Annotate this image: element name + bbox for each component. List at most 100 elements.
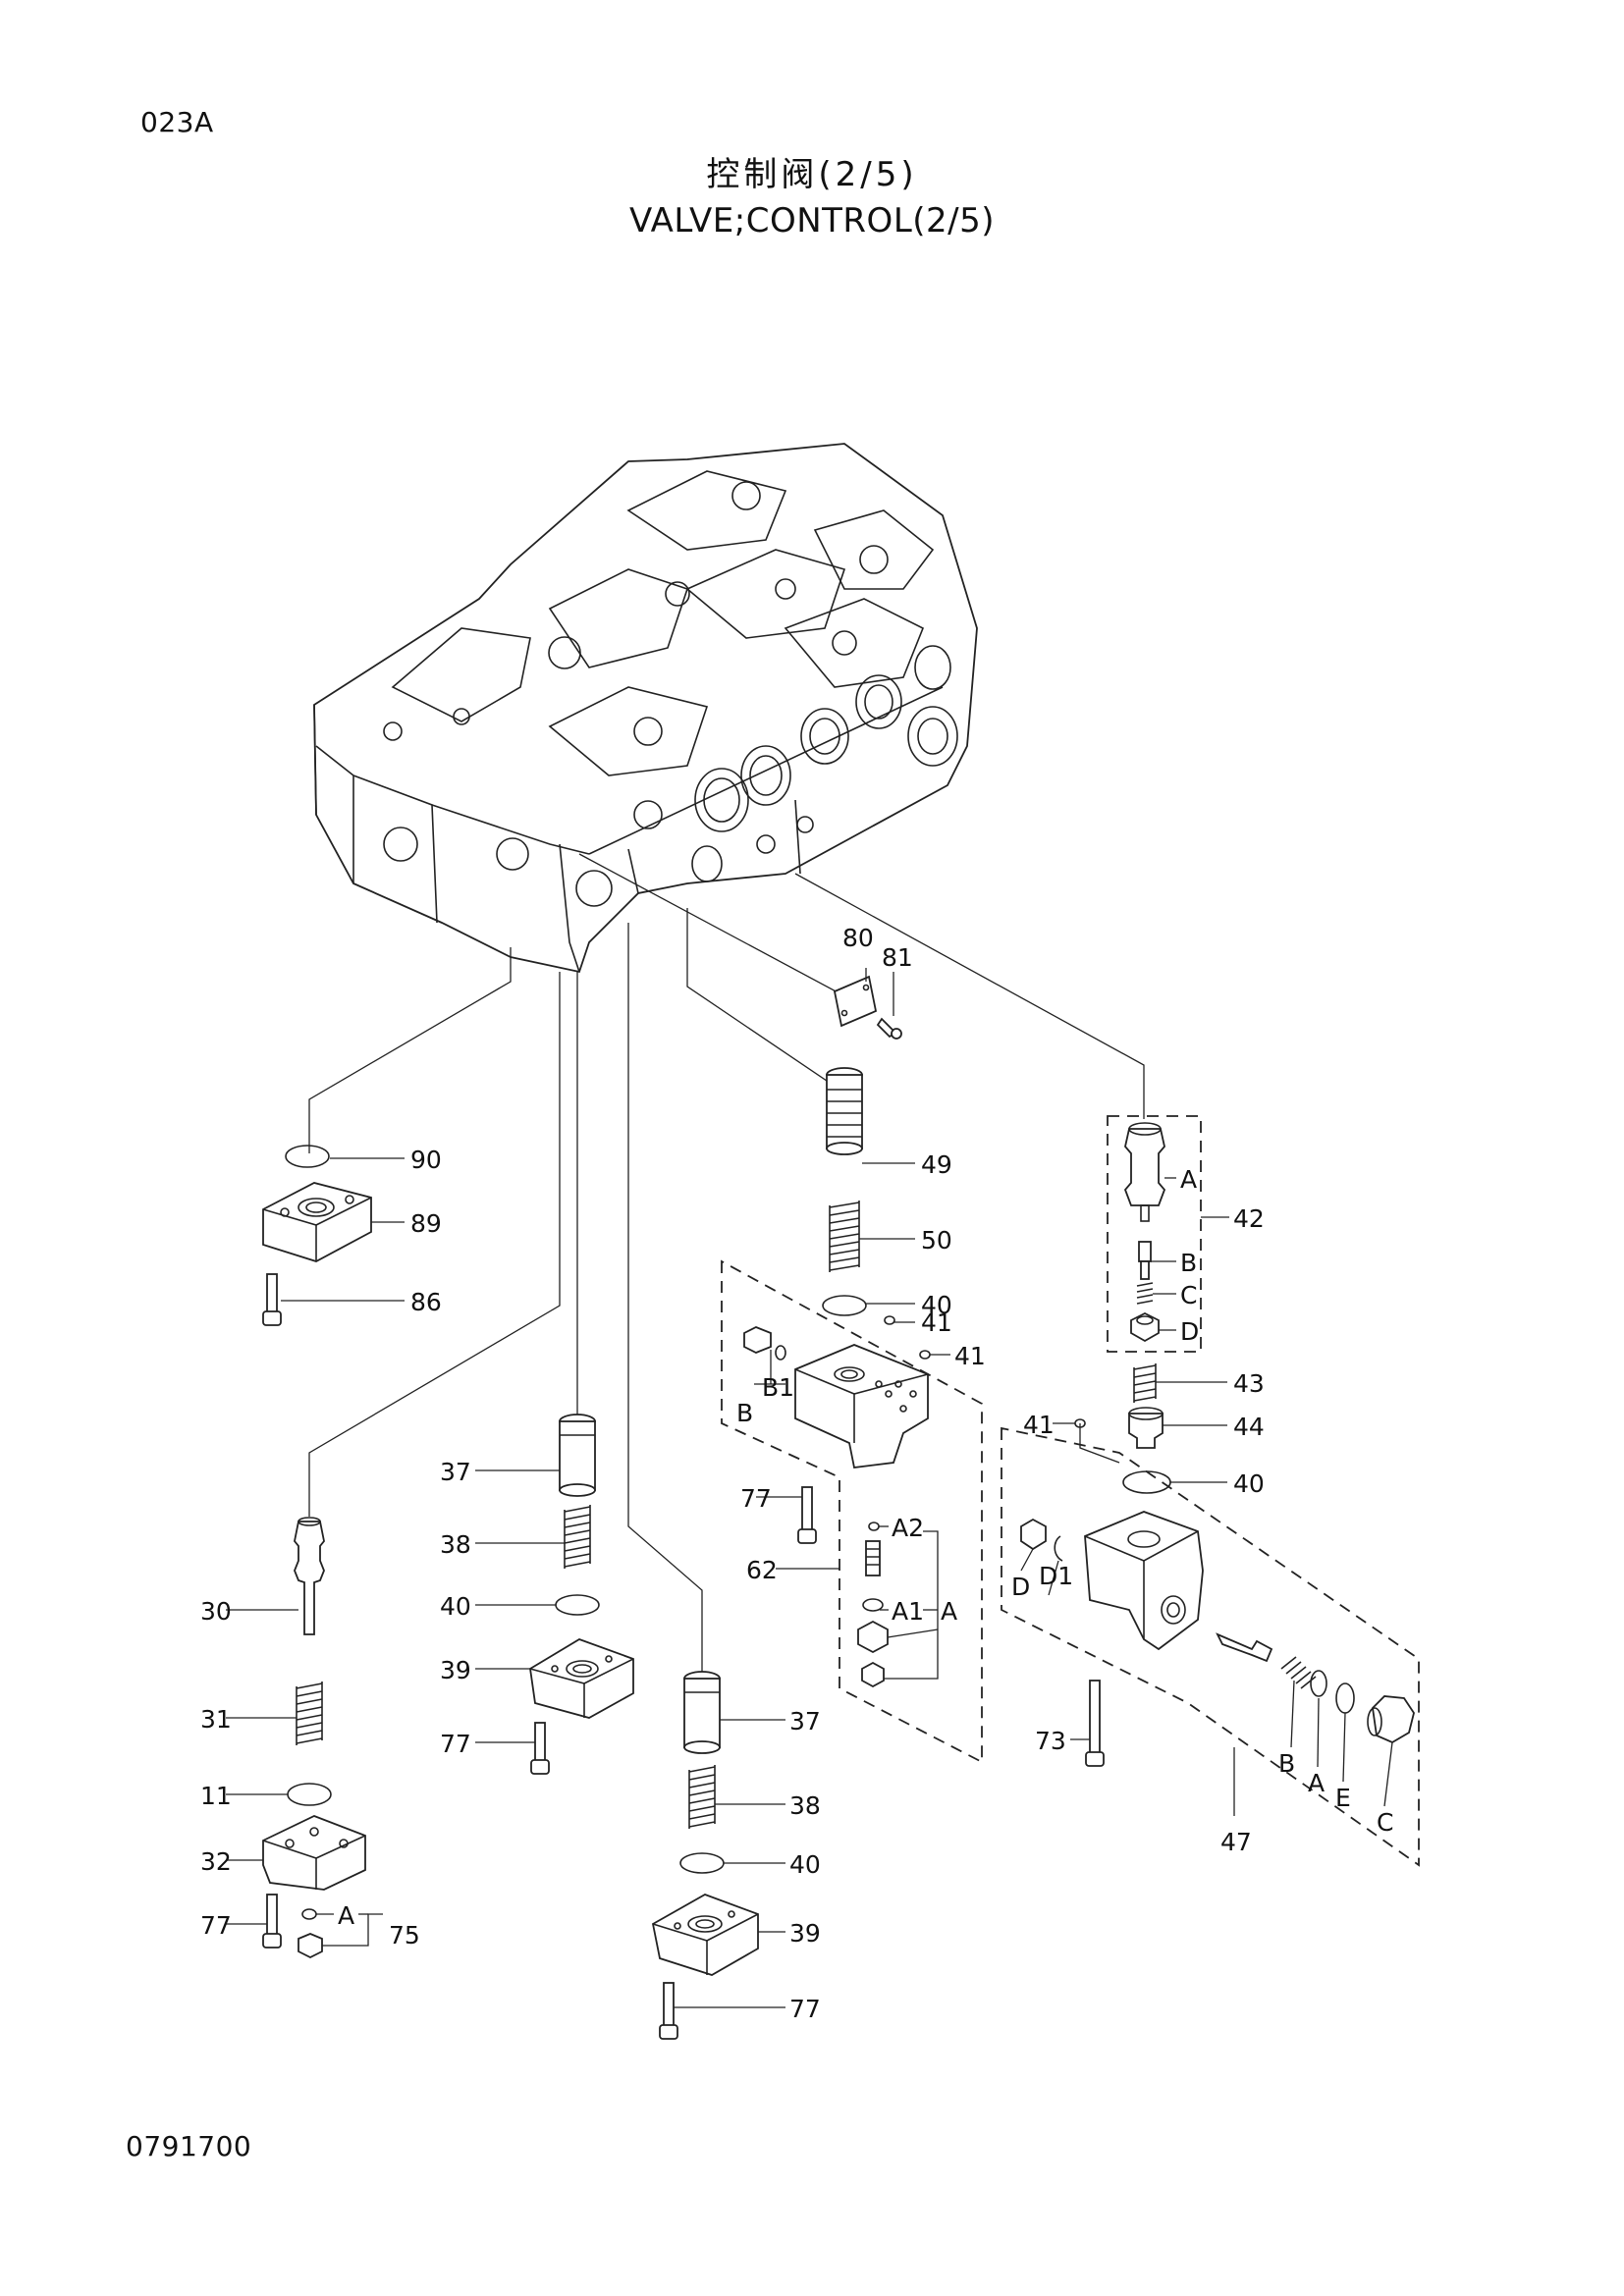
cover-39-upper xyxy=(529,1638,634,1719)
document-number: 0791700 xyxy=(126,2130,252,2163)
plug-47-C xyxy=(1367,1695,1415,1744)
bolt-77-lower xyxy=(659,1982,678,2040)
callout-40-a: 40 xyxy=(921,1291,952,1319)
callout-41-b: 41 xyxy=(954,1342,986,1370)
callout-62-A1: A1 xyxy=(892,1597,924,1626)
callout-41-a: 41 xyxy=(921,1308,952,1337)
plug-42-D xyxy=(1130,1311,1160,1343)
callout-44: 44 xyxy=(1233,1413,1265,1441)
callout-47-B: B xyxy=(1278,1749,1295,1778)
cover-62 xyxy=(794,1344,929,1468)
callout-47: 47 xyxy=(1220,1828,1252,1856)
bolt-77-left xyxy=(262,1894,282,1949)
callout-80: 80 xyxy=(842,924,874,952)
callout-77-d: 77 xyxy=(789,1995,821,2023)
bolt-77-upper xyxy=(530,1722,550,1775)
o-ring-11 xyxy=(287,1783,332,1806)
o-ring-40-lower xyxy=(679,1852,725,1874)
callout-47-D1: D1 xyxy=(1039,1562,1073,1590)
callout-43: 43 xyxy=(1233,1369,1265,1398)
control-valve-body xyxy=(313,443,978,974)
cover-89 xyxy=(262,1182,372,1262)
callout-41-c: 41 xyxy=(1023,1411,1055,1439)
callout-75: 75 xyxy=(389,1921,420,1949)
callout-47-E: E xyxy=(1335,1784,1351,1812)
callout-labels: 80 81 90 89 86 49 50 40 41 41 A B C D 42… xyxy=(200,924,1393,2023)
callout-81: 81 xyxy=(882,943,913,972)
bolt-86 xyxy=(262,1273,282,1326)
callout-62-A: A xyxy=(941,1597,957,1626)
callout-47-D: D xyxy=(1011,1573,1030,1601)
callout-50: 50 xyxy=(921,1226,952,1255)
callout-30: 30 xyxy=(200,1597,232,1626)
callout-77-b: 77 xyxy=(200,1911,232,1940)
callout-75-A: A xyxy=(338,1901,354,1930)
screw-81 xyxy=(876,1017,902,1040)
washer-47-A xyxy=(1310,1670,1327,1697)
callout-90: 90 xyxy=(410,1146,442,1174)
callout-39-a: 39 xyxy=(440,1656,471,1684)
callout-47-A: A xyxy=(1308,1769,1325,1797)
kit-75 xyxy=(298,1908,323,1959)
seat-44 xyxy=(1128,1407,1164,1449)
callout-37-b: 37 xyxy=(789,1707,821,1735)
bolt-73 xyxy=(1085,1680,1105,1767)
page-code: 023A xyxy=(140,106,214,138)
pin-42-B xyxy=(1138,1241,1152,1280)
callout-31: 31 xyxy=(200,1705,232,1734)
spring-38-upper xyxy=(564,1505,591,1569)
page-title-chinese: 控制阀(2/5) xyxy=(706,155,918,194)
explosion-lines xyxy=(308,853,1145,1674)
callout-38-b: 38 xyxy=(789,1791,821,1820)
orifice-set-62-A xyxy=(857,1522,889,1688)
callout-37-a: 37 xyxy=(440,1458,471,1486)
o-ring-47-E xyxy=(1335,1682,1355,1714)
page-title-english: VALVE;CONTROL(2/5) xyxy=(628,201,996,240)
spring-38-lower xyxy=(688,1765,716,1829)
callout-73: 73 xyxy=(1035,1727,1066,1755)
callout-42-B: B xyxy=(1180,1249,1197,1277)
callout-38-a: 38 xyxy=(440,1530,471,1559)
callout-40-c: 40 xyxy=(440,1592,471,1621)
callout-42-A: A xyxy=(1180,1165,1197,1194)
callout-62: 62 xyxy=(746,1556,778,1584)
plate-80 xyxy=(833,975,878,1028)
callout-42-D: D xyxy=(1180,1317,1199,1346)
callout-49: 49 xyxy=(921,1150,952,1179)
spring-47-B xyxy=(1280,1656,1317,1689)
cover-32 xyxy=(262,1815,366,1891)
group-42-outline xyxy=(1107,1115,1202,1353)
callout-42-C: C xyxy=(1180,1281,1197,1309)
piston-30 xyxy=(294,1517,325,1635)
spool-37-upper xyxy=(559,1414,596,1497)
spool-47-inner xyxy=(1216,1632,1273,1663)
spool-49 xyxy=(826,1067,863,1155)
callout-42: 42 xyxy=(1233,1204,1265,1233)
cover-39-lower xyxy=(651,1894,759,1976)
spring-50 xyxy=(829,1201,860,1272)
o-ring-40-mid xyxy=(555,1594,600,1616)
plug-62-B xyxy=(743,1326,786,1361)
callout-40-b: 40 xyxy=(1233,1469,1265,1498)
callout-89: 89 xyxy=(410,1209,442,1238)
group-47-outline xyxy=(1001,1426,1420,1867)
callout-77-a: 77 xyxy=(440,1730,471,1758)
callout-11: 11 xyxy=(200,1782,232,1810)
spring-43 xyxy=(1133,1363,1157,1403)
o-ring-40-upper xyxy=(822,1295,867,1316)
spool-37-lower xyxy=(683,1671,721,1754)
callout-47-C: C xyxy=(1377,1808,1393,1837)
callout-62-B1: B1 xyxy=(762,1373,794,1402)
plug-47-D xyxy=(1020,1518,1063,1562)
callout-62-B: B xyxy=(736,1399,753,1427)
callout-39-b: 39 xyxy=(789,1919,821,1948)
bolt-77-group62 xyxy=(797,1486,817,1544)
plunger-42-A xyxy=(1123,1122,1166,1222)
callout-62-A2: A2 xyxy=(892,1514,924,1542)
callout-40-d: 40 xyxy=(789,1850,821,1879)
body-47 xyxy=(1084,1511,1204,1651)
group-62-outline xyxy=(721,1259,983,1764)
spring-42-C xyxy=(1136,1282,1154,1305)
